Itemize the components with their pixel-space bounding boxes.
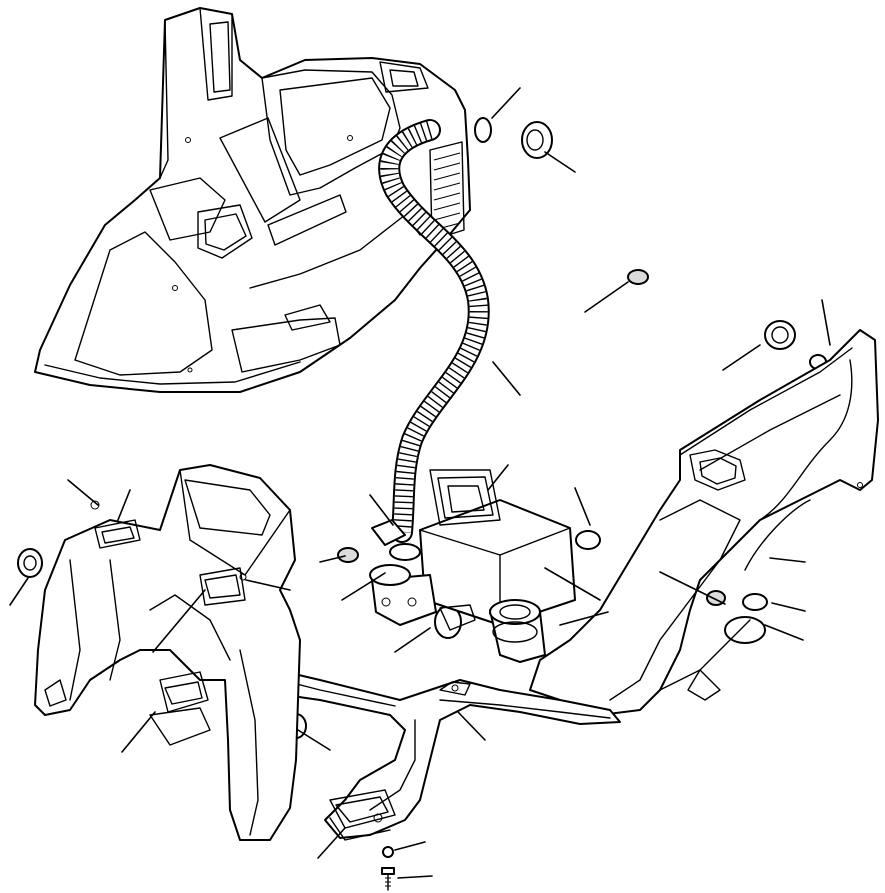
callout-leader-line [491,87,521,119]
callout-leader-line [245,579,291,591]
callout-leader-line [559,611,609,626]
callout-leader-line [297,729,331,751]
callout-leader-line [544,567,601,601]
callout-leader-line [67,479,99,506]
callout-leaders [9,87,831,879]
callout-leader-line [487,464,509,491]
callout-leader-line [544,151,576,173]
callout-leader-line [574,487,591,526]
callout-leader-line [394,841,426,851]
fasteners [381,846,395,891]
callout-leader-line [769,557,806,563]
callout-leader-line [821,299,831,346]
callout-leader-line [584,281,629,313]
callout-leader-line [341,572,386,601]
callout-leader-line [319,555,346,563]
callout-leader-line [771,602,806,612]
callout-leader-line [369,494,394,526]
callout-leader-line [457,711,486,741]
callout-leader-line [659,571,726,605]
callout-leader-line [722,344,761,371]
corrugated-hose [378,119,490,543]
callout-leader-line [764,624,804,641]
lower-right-duct [529,329,879,716]
callout-leader-line [117,489,131,521]
callout-leader-line [317,827,346,859]
lower-left-duct [34,464,301,841]
callout-leader-line [9,577,29,606]
callout-leader-line [397,875,433,879]
callout-leader-line [152,589,206,653]
callout-leader-line [121,711,156,753]
junction-box [369,469,576,663]
callout-leader-line [492,361,521,396]
callout-leader-line [394,627,431,653]
